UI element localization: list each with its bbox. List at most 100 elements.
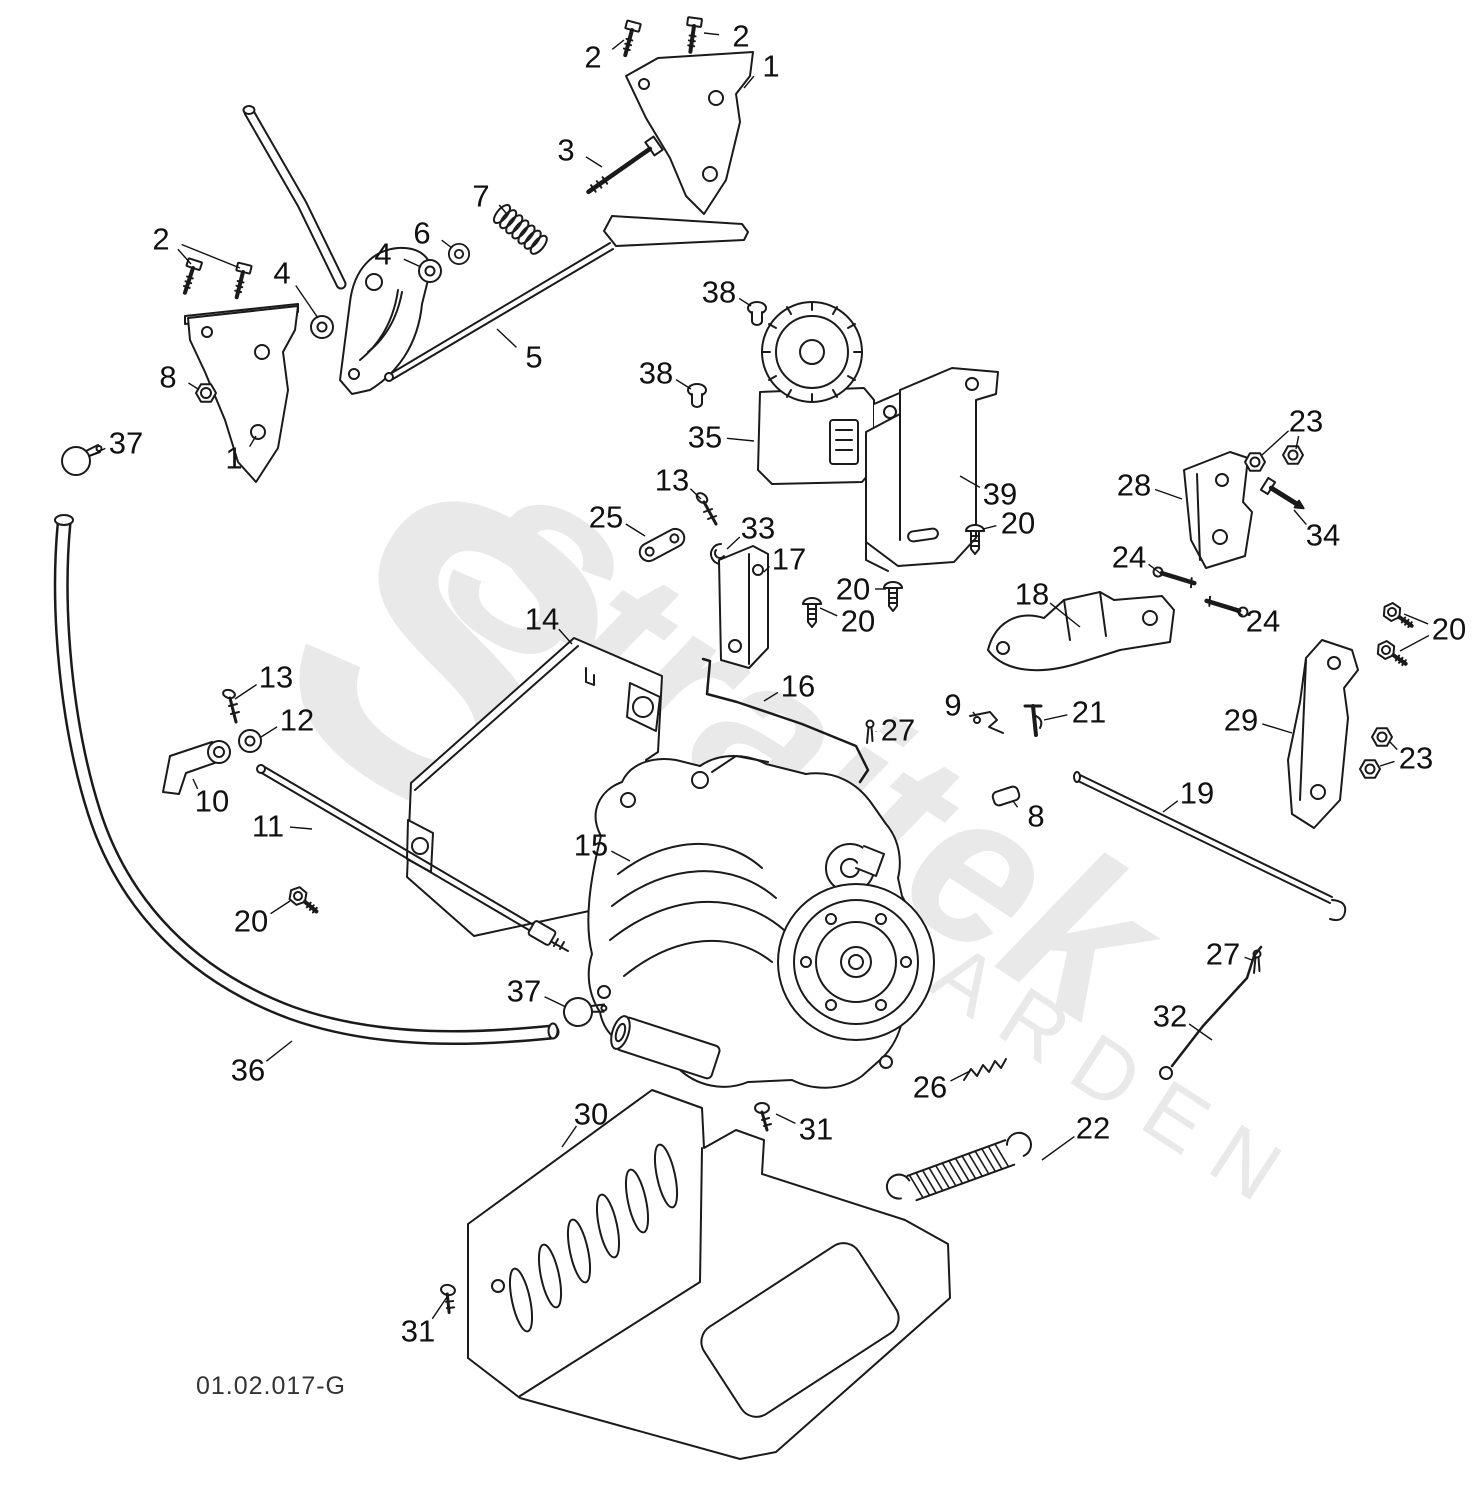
part-12-washer [238,729,262,753]
callout-label-31: 31 [799,1112,833,1147]
callout-label-17: 17 [772,542,806,577]
callout-leader-line [611,850,631,862]
callout-label-25: 25 [589,500,623,535]
callout-label-39: 39 [983,477,1017,512]
part-9-clip [969,711,1004,734]
part-20-bolt [284,882,324,920]
part-4-washer [418,259,442,283]
part-22-spring [885,1131,1032,1202]
part-24-pin [1152,566,1195,588]
callout-label-32: 32 [1153,999,1187,1034]
callout-label-1: 1 [762,49,779,84]
callout-leader-line [1154,488,1183,500]
callout-label-27: 27 [1206,937,1240,972]
callout-leader-line [192,778,199,790]
callout-leader-line [1188,1023,1213,1041]
callout-label-23: 23 [1289,404,1323,439]
part-26-spring [963,1058,1007,1081]
part-3-bolt [586,135,664,195]
part-lever-rod [242,105,347,290]
part-31-screw [753,1101,773,1132]
callout-leader-line [498,204,507,214]
callout-label-8: 8 [159,360,176,395]
callout-label-23: 23 [1399,741,1433,776]
callout-label-28: 28 [1117,468,1151,503]
part-28-bracket [1183,451,1253,569]
callout-leader-line [289,826,313,830]
callout-leader-line [1148,563,1161,574]
part-23-nut [1282,445,1304,465]
callout-label-24: 24 [1246,604,1280,639]
callout-label-2: 2 [732,19,749,54]
part-25-link [638,527,686,563]
callout-label-37: 37 [507,974,541,1009]
callout-label-18: 18 [1015,577,1049,612]
callout-label-2: 2 [152,222,169,257]
part-4-washer [310,315,334,339]
part-30-guard [467,1089,951,1460]
callout-leader-line [1043,714,1068,721]
callout-label-21: 21 [1072,695,1106,730]
callout-leader-line [1012,800,1019,808]
callout-leader-line [775,1113,796,1125]
part-1-bracket-top [625,51,754,215]
callout-leader-line [1049,602,1081,628]
part-35-reservoir [757,301,905,485]
callout-leader-line [763,691,779,702]
part-8-nut [195,383,217,403]
callout-leader-line [265,1040,293,1062]
callout-label-4: 4 [374,237,391,272]
callout-leader-line [972,711,977,717]
callout-leader-line [819,607,838,617]
part-19-rod [1073,771,1347,922]
callout-leader-line [738,297,752,307]
part-29-bracket [1287,639,1359,829]
callout-label-2: 2 [584,40,601,75]
callout-label-34: 34 [1306,518,1340,553]
callout-label-20: 20 [234,904,268,939]
callout-leader-line [959,475,981,489]
callout-leader-line [1293,509,1307,526]
part-2-bolt [227,260,254,301]
callout-label-29: 29 [1224,703,1258,738]
callout-leader-line [188,382,199,390]
callout-leader-line [1262,723,1293,734]
callout-label-15: 15 [574,828,608,863]
callout-label-20: 20 [841,604,875,639]
callout-label-27: 27 [881,713,915,748]
parts-linework [53,15,1419,1460]
callout-label-9: 9 [944,688,961,723]
callout-leader-line [270,900,291,915]
callout-label-4: 4 [273,256,290,291]
callout-leader-line [496,328,517,348]
part-34-bolt [1259,476,1305,510]
callout-label-24: 24 [1112,540,1146,575]
callout-leader-line [982,525,997,530]
part-2-bolt [616,18,643,59]
part-39-bracket [865,367,999,572]
callout-label-35: 35 [688,420,722,455]
part-20-bolt [1372,636,1413,673]
callout-leader-line [743,75,755,89]
callout-label-6: 6 [413,216,430,251]
callout-leader-line [585,156,603,168]
callout-leader-line [295,285,319,319]
callout-label-37: 37 [109,426,143,461]
callout-label-1: 1 [225,441,242,476]
callout-leader-line [726,536,741,550]
callout-label-3: 3 [557,133,574,168]
callout-leader-line [1295,435,1300,450]
callout-label-8: 8 [1027,799,1044,834]
callout-label-19: 19 [1180,776,1214,811]
callout-leader-line [181,243,241,269]
callout-leader-line [89,447,106,457]
part-17-bracket [718,545,769,669]
diagram-code: 01.02.017-G [196,1372,346,1400]
part-15-transaxle [587,755,935,1089]
callout-label-38: 38 [702,275,736,310]
callout-label-11: 11 [252,809,284,844]
part-1-bracket-left [184,303,299,483]
callout-label-22: 22 [1076,1111,1110,1146]
callout-label-12: 12 [280,703,314,738]
